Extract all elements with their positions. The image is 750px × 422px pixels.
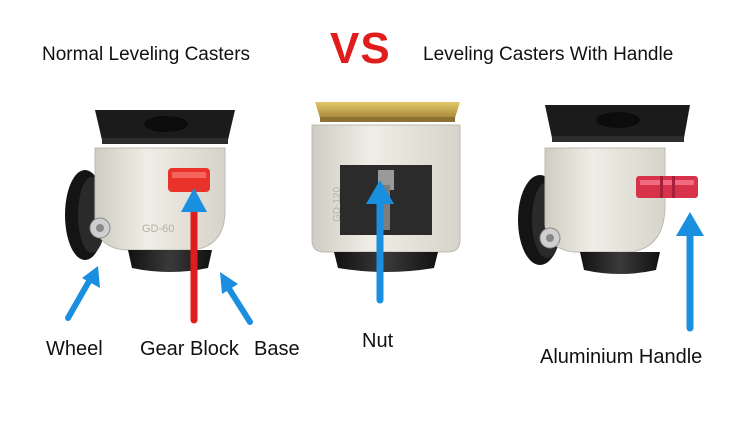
right-base [580, 252, 660, 274]
label-nut: Nut [362, 330, 394, 352]
right-aluminium-handle [636, 176, 698, 198]
label-aluminium-handle: Aluminium Handle [540, 346, 703, 368]
left-base [128, 250, 212, 272]
vs-label: VS [330, 24, 391, 73]
left-caster: GD-60 [65, 110, 235, 272]
arrow-handle [676, 212, 704, 332]
arrow-nut [366, 180, 394, 304]
right-title: Leveling Casters With Handle [423, 44, 674, 65]
center-model-mark: GD-120 [332, 187, 343, 222]
label-gear-block: Gear Block [140, 338, 239, 360]
arrow-base [220, 272, 253, 325]
left-gear-block [168, 168, 210, 192]
center-base [334, 252, 438, 272]
arrow-wheel [65, 266, 100, 321]
arrow-gear-block [181, 188, 207, 324]
right-body [539, 147, 666, 253]
label-wheel: Wheel [46, 338, 103, 360]
center-body: GD-120 [311, 124, 461, 253]
left-title: Normal Leveling Casters [42, 44, 251, 65]
center-caster: GD-120 [311, 102, 461, 272]
right-caster [518, 105, 698, 274]
left-model-mark: GD-60 [142, 223, 174, 235]
center-top-plate [315, 102, 460, 122]
left-body: GD-60 [89, 147, 226, 251]
left-top-plate [95, 110, 235, 144]
label-base: Base [254, 338, 300, 360]
right-top-plate [545, 105, 690, 142]
